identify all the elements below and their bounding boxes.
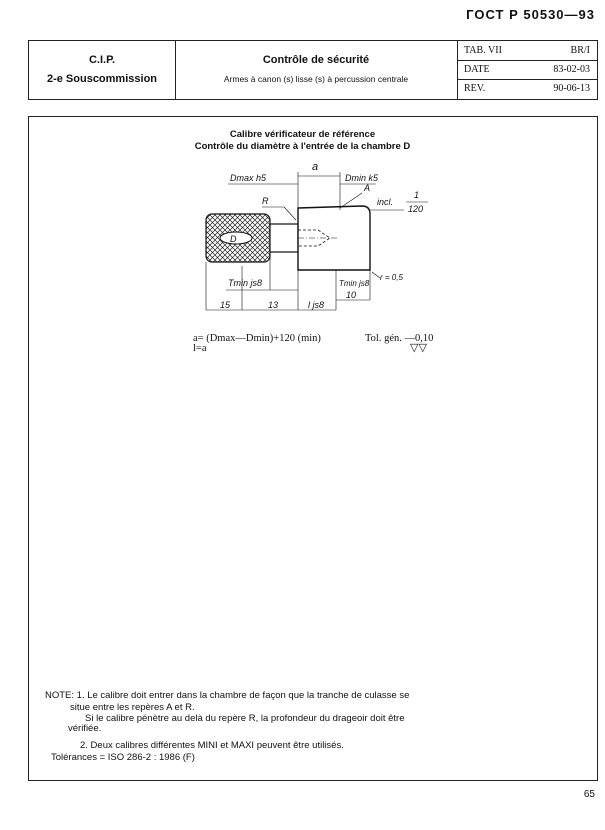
label-tmin-2: Tmin js8 [339,279,370,288]
rev-row: REV. 90-06-13 [458,79,598,98]
rev-value: 90-06-13 [553,83,590,94]
gauge-drawing: D a Dmax h5 Dmin k5 A R incl. 1 120 Tmin… [205,161,428,311]
header-org-cell: C.I.P. 2-e Souscommission [29,41,176,99]
label-l-js8: l js8 [308,300,324,310]
formula-l: l=a [193,343,207,354]
general-tolerance: Tol. gén. —0,10 [365,333,434,344]
note-1-line-2: situe entre les repères A et R. [70,702,195,713]
label-R: R [262,196,269,206]
label-a: a [312,161,318,173]
date-row: DATE 83-02-03 [458,60,598,80]
drawing-title: Calibre vérificateur de référence [229,129,376,140]
note-2: 2. Deux calibres différentes MINI et MAX… [80,740,344,751]
center-hole [298,229,331,247]
tolerances-note: Tolérances = ISO 286-2 : 1986 (F) [51,752,195,763]
label-13: 13 [268,300,278,310]
header-subtitle: Armes à canon (s) lisse (s) à percussion… [223,74,409,84]
label-incl-den: 120 [408,204,423,214]
org-name: C.I.P. [88,54,116,66]
label-15: 15 [220,300,231,310]
subcommission: 2-e Souscommission [46,73,158,85]
d-slot [219,231,253,245]
standard-number: ГОСТ Р 50530—93 [466,7,595,22]
label-incl-num: 1 [414,190,419,200]
note-1-line-4: vérifiée. [68,723,102,734]
page-number: 65 [583,789,595,800]
drawing-subtitle: Contrôle du diamètre à l'entrée de la ch… [194,141,411,152]
date-value: 83-02-03 [553,64,590,75]
label-dmax: Dmax h5 [230,173,267,183]
tab-row: TAB. VII BR/I [458,41,598,61]
surface-finish-symbol: ▽▽ [410,342,427,354]
drawing-frame [28,116,598,781]
header-meta-cell: TAB. VII BR/I DATE 83-02-03 REV. 90-06-1… [458,41,598,99]
formula-a: a= (Dmax—Dmin)+120 (min) [193,333,321,344]
label-D: D [230,234,237,244]
header-title-cell: Contrôle de sécurité Armes à canon (s) l… [175,41,458,99]
label-incl: incl. [377,197,393,207]
label-dmin: Dmin k5 [345,173,379,183]
header-table: C.I.P. 2-e Souscommission Contrôle de sé… [28,40,598,100]
gauge-neck [269,223,299,253]
rev-label: REV. [464,83,486,94]
note-1-line-1: NOTE: 1. Le calibre doit entrer dans la … [45,690,410,701]
tab-label: TAB. VII [464,45,502,56]
tab-value: BR/I [570,45,590,56]
note-1-line-3: Si le calibre pénètre au delà du repère … [85,713,405,724]
date-label: DATE [464,64,490,75]
label-10: 10 [346,290,356,300]
header-title: Contrôle de sécurité [262,54,370,66]
label-tmin-1: Tmin js8 [228,278,262,288]
label-r: r = 0,5 [380,273,403,282]
label-A: A [363,183,370,193]
